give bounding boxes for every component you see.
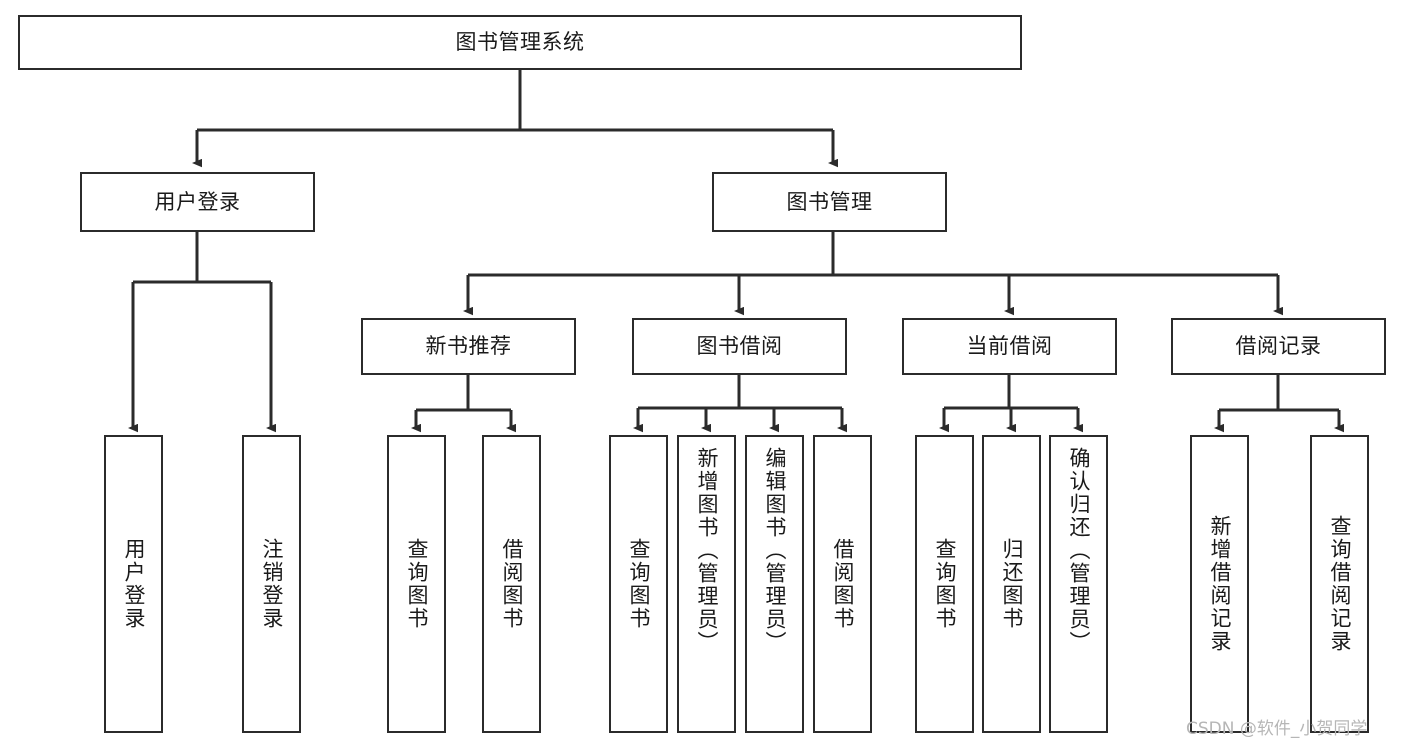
node-leaf-return-book-label: 归还图书	[1000, 538, 1024, 630]
node-book-manage[interactable]: 图书管理	[712, 172, 947, 232]
node-user-login[interactable]: 用户登录	[80, 172, 315, 232]
node-leaf-query-book-1[interactable]: 查询图书	[387, 435, 446, 733]
node-book-manage-label: 图书管理	[786, 189, 873, 214]
node-user-login-label: 用户登录	[154, 189, 241, 214]
node-new-book-rec[interactable]: 新书推荐	[361, 318, 576, 375]
node-leaf-borrow-book-2-label: 借阅图书	[831, 538, 855, 630]
node-leaf-add-book-label: 新增图书（管理员）	[695, 447, 719, 654]
node-leaf-query-book-3[interactable]: 查询图书	[915, 435, 974, 733]
node-leaf-logout-label: 注销登录	[260, 538, 284, 630]
node-current-borrow-label: 当前借阅	[966, 334, 1053, 359]
node-leaf-logout[interactable]: 注销登录	[242, 435, 301, 733]
node-borrow-record[interactable]: 借阅记录	[1171, 318, 1386, 375]
node-book-borrow[interactable]: 图书借阅	[632, 318, 847, 375]
node-leaf-borrow-book-1[interactable]: 借阅图书	[482, 435, 541, 733]
node-root[interactable]: 图书管理系统	[18, 15, 1022, 70]
node-leaf-query-book-2[interactable]: 查询图书	[609, 435, 668, 733]
node-root-label: 图书管理系统	[455, 30, 585, 55]
node-leaf-return-book[interactable]: 归还图书	[982, 435, 1041, 733]
node-book-borrow-label: 图书借阅	[696, 334, 783, 359]
node-leaf-borrow-book-2[interactable]: 借阅图书	[813, 435, 872, 733]
node-leaf-confirm-return-label: 确认归还（管理员）	[1067, 447, 1091, 654]
node-leaf-borrow-book-1-label: 借阅图书	[500, 538, 524, 630]
node-current-borrow[interactable]: 当前借阅	[902, 318, 1117, 375]
node-leaf-add-record[interactable]: 新增借阅记录	[1190, 435, 1249, 733]
node-leaf-add-book[interactable]: 新增图书（管理员）	[677, 435, 736, 733]
node-leaf-query-book-1-label: 查询图书	[405, 538, 429, 630]
node-leaf-query-book-3-label: 查询图书	[933, 538, 957, 630]
node-borrow-record-label: 借阅记录	[1235, 334, 1322, 359]
node-leaf-query-record[interactable]: 查询借阅记录	[1310, 435, 1369, 733]
node-leaf-add-record-label: 新增借阅记录	[1208, 515, 1232, 653]
node-leaf-query-record-label: 查询借阅记录	[1328, 515, 1352, 653]
csdn-watermark: CSDN @软件_小贺同学	[1186, 719, 1368, 739]
node-leaf-confirm-return[interactable]: 确认归还（管理员）	[1049, 435, 1108, 733]
node-leaf-edit-book-label: 编辑图书（管理员）	[763, 447, 787, 654]
node-leaf-user-login[interactable]: 用户登录	[104, 435, 163, 733]
node-leaf-edit-book[interactable]: 编辑图书（管理员）	[745, 435, 804, 733]
node-leaf-user-login-label: 用户登录	[122, 538, 146, 630]
node-leaf-query-book-2-label: 查询图书	[627, 538, 651, 630]
node-new-book-rec-label: 新书推荐	[425, 334, 512, 359]
